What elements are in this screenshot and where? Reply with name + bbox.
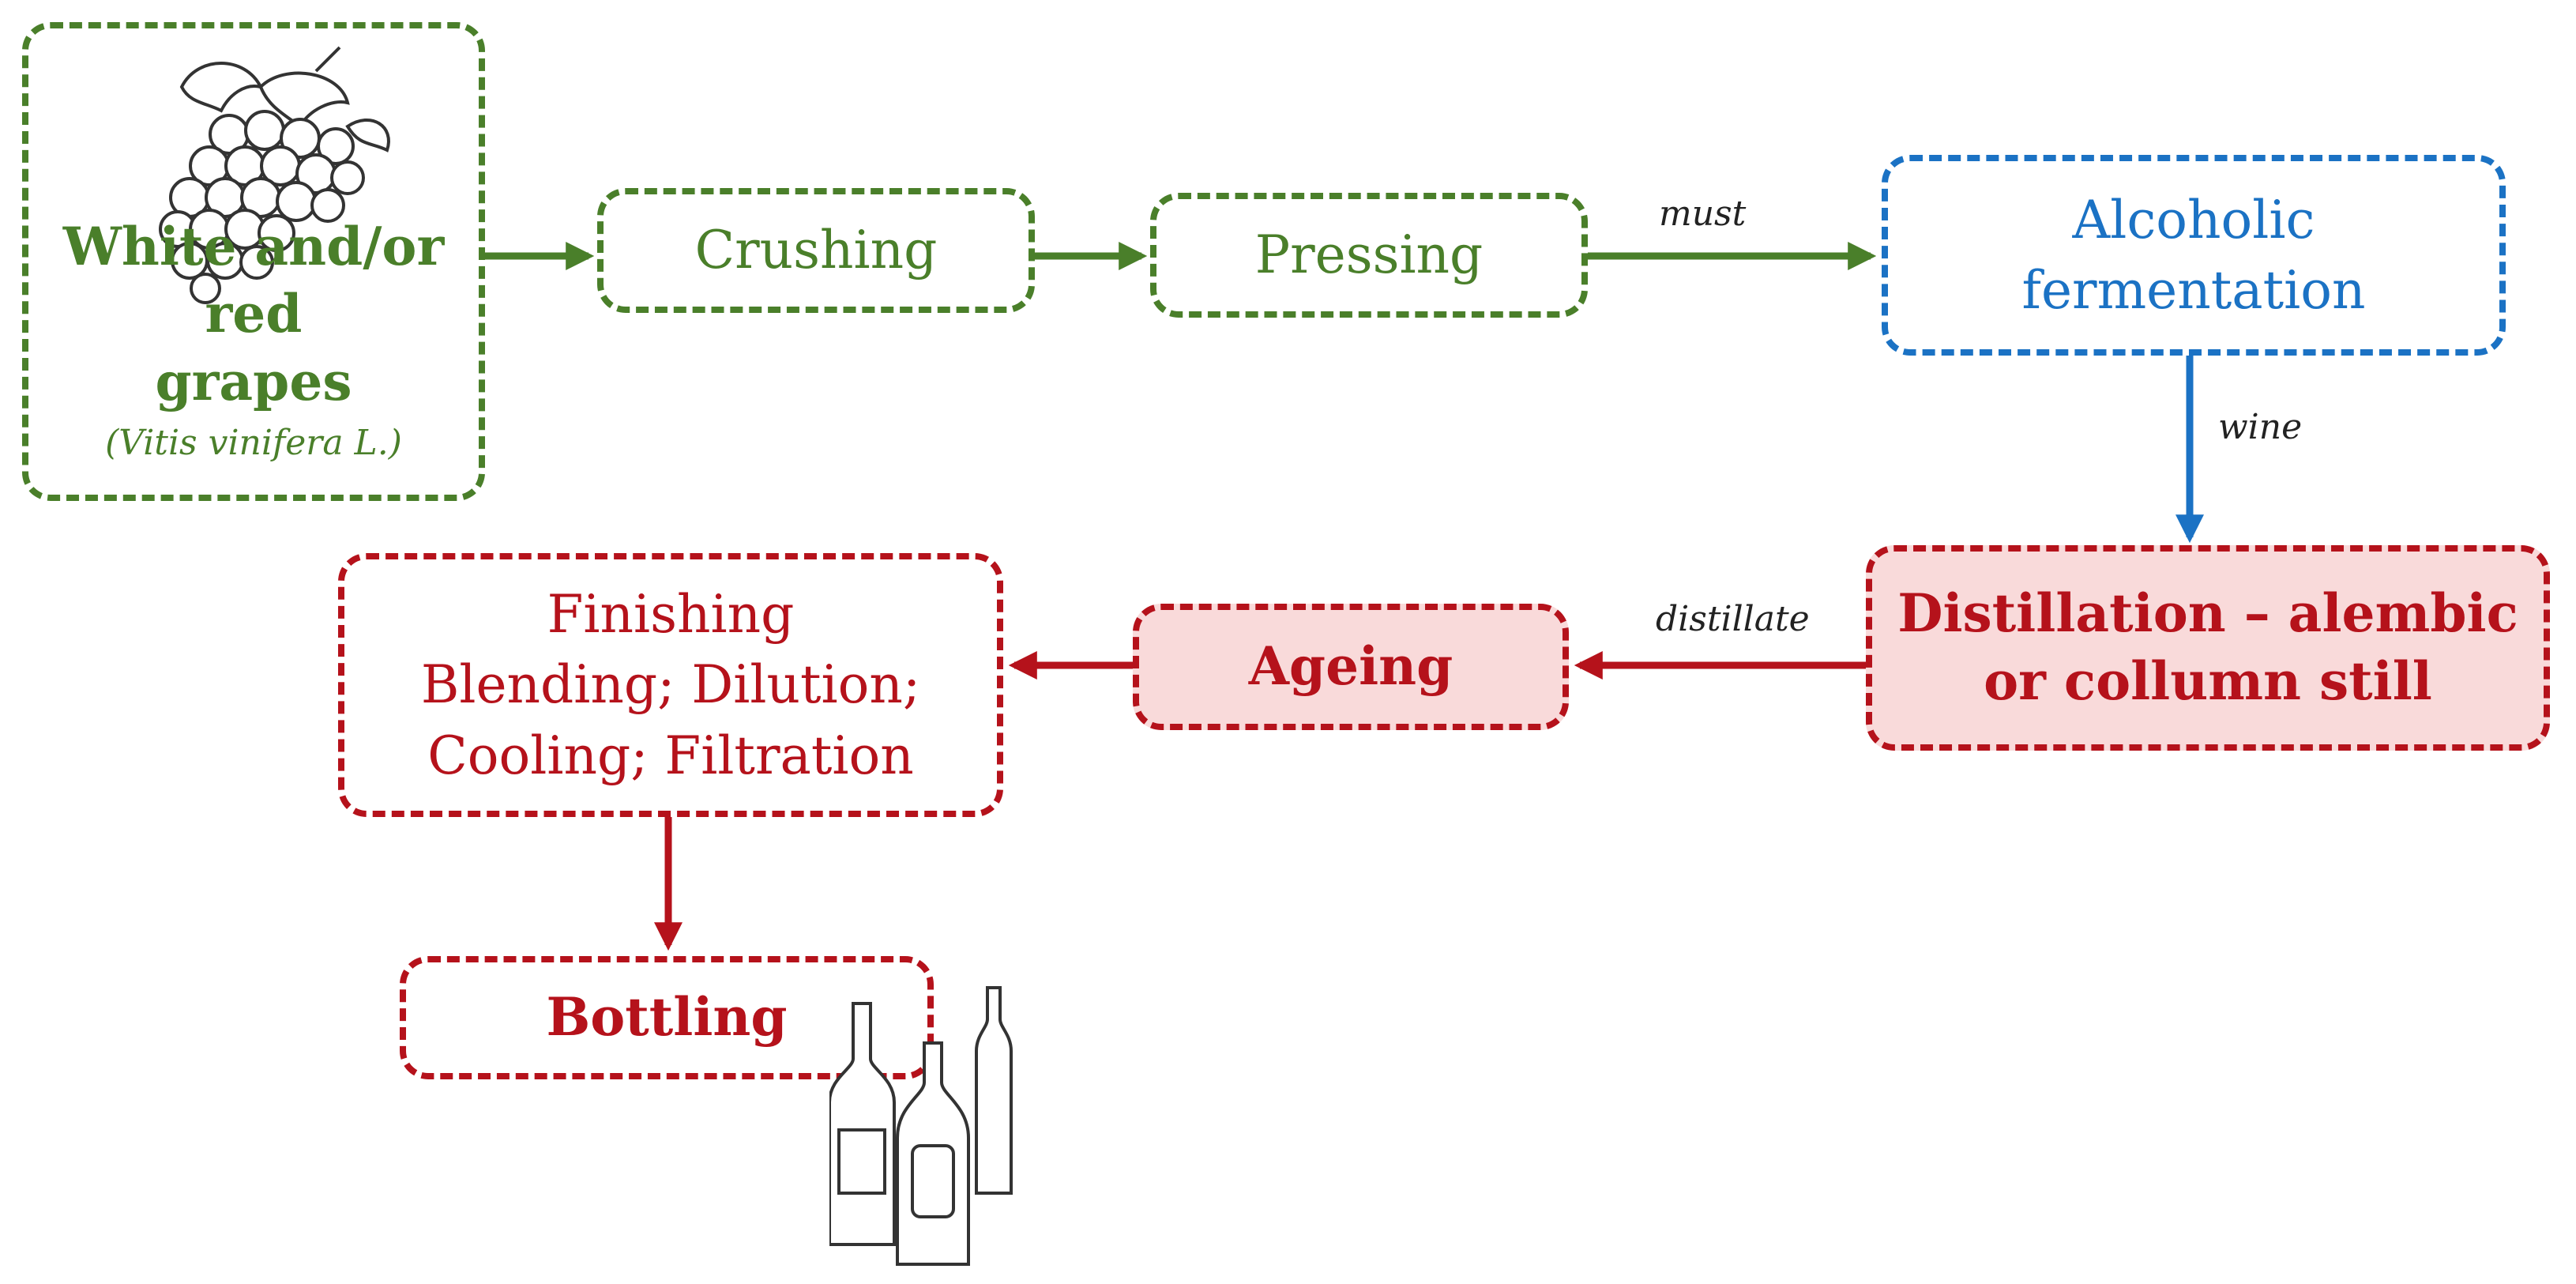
node-finishing: Finishing Blending; Dilution; Cooling; F… <box>338 553 1003 817</box>
edge-label-must: must <box>1659 194 1747 234</box>
node-fermentation: Alcoholic fermentation <box>1882 155 2506 356</box>
bottles-icon <box>829 986 1013 1266</box>
edge-label-wine: wine <box>2218 407 2303 447</box>
node-grapes: White and/or red grapes (Vitis vinifera … <box>22 22 485 501</box>
pressing-label: Pressing <box>1254 224 1484 286</box>
finishing-line3: Cooling; Filtration <box>427 725 914 786</box>
fermentation-line2: fermentation <box>2021 260 2366 321</box>
distillation-line1: Distillation – alembic <box>1897 582 2518 645</box>
grapes-title-line1: White and/or red <box>62 215 445 345</box>
grapes-icon <box>159 46 390 304</box>
node-ageing: Ageing <box>1133 604 1569 730</box>
bottling-label: Bottling <box>546 986 788 1049</box>
node-distillation: Distillation – alembic or collumn still <box>1866 545 2550 751</box>
grapes-latin-name: (Vitis vinifera L.) <box>105 423 402 463</box>
distillation-line2: or collumn still <box>1984 650 2432 712</box>
fermentation-line1: Alcoholic <box>2072 189 2315 250</box>
node-pressing: Pressing <box>1150 193 1588 318</box>
node-bottling: Bottling <box>400 956 934 1079</box>
finishing-line2: Blending; Dilution; <box>420 654 921 716</box>
edge-label-distillate: distillate <box>1656 599 1810 639</box>
ageing-label: Ageing <box>1248 635 1453 698</box>
crushing-label: Crushing <box>694 220 938 281</box>
finishing-line1: Finishing <box>547 584 795 646</box>
grapes-title-line2: grapes <box>155 351 352 413</box>
node-crushing: Crushing <box>597 188 1035 313</box>
